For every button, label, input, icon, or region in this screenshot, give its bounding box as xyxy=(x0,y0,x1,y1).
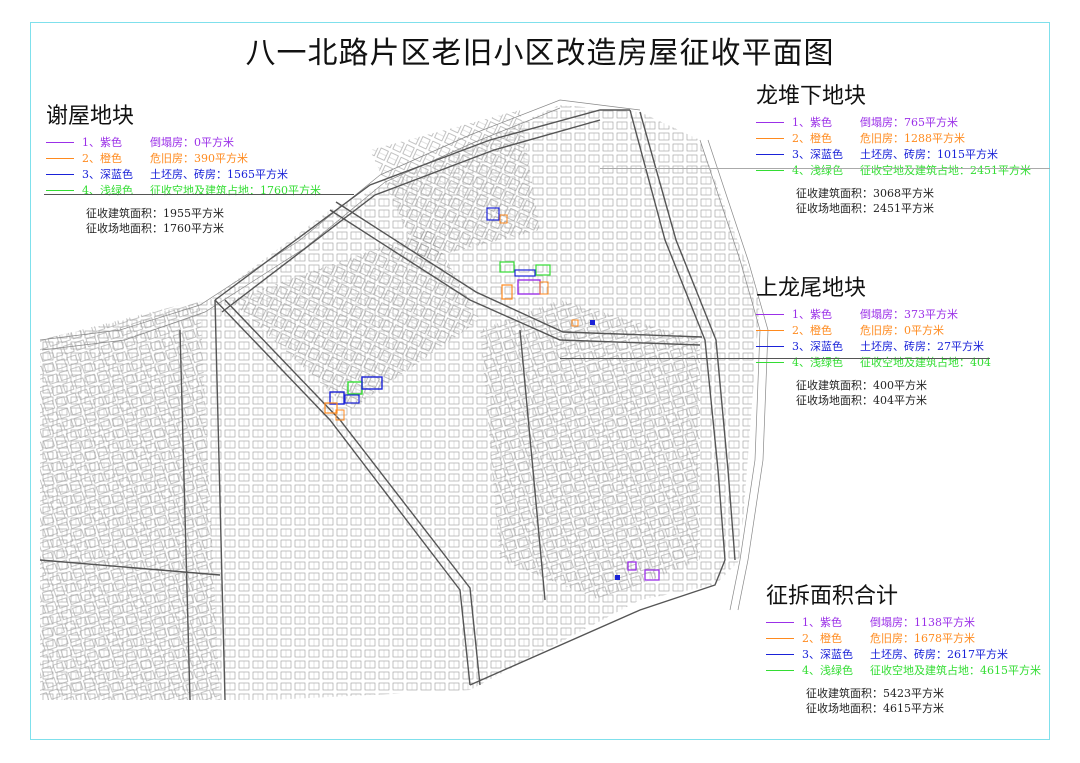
legend-item: 4、浅绿色 征收空地及建筑占地：404 xyxy=(756,354,991,370)
legend-value-label: 倒塌房：373平方米 xyxy=(860,308,958,321)
block-title: 上龙尾地块 xyxy=(756,276,867,301)
legend-item: 3、深蓝色 土坯房、砖房：1015平方米 xyxy=(756,146,1031,162)
legend-value-label: 土坯房、砖房：27平方米 xyxy=(860,340,984,353)
legend-item: 1、紫色 倒塌房：0平方米 xyxy=(46,134,321,150)
legend-item: 1、紫色 倒塌房：1138平方米 xyxy=(766,614,1041,630)
legend-swatch xyxy=(756,345,784,347)
legend-item: 2、橙色 危旧房：390平方米 xyxy=(46,150,321,166)
legend-color-label: 2、橙色 xyxy=(82,152,122,165)
legend-swatch xyxy=(756,137,784,139)
legend-color-label: 2、橙色 xyxy=(802,632,842,645)
legend-item: 2、橙色 危旧房：0平方米 xyxy=(756,322,991,338)
divider-line xyxy=(44,194,354,195)
legend-item: 1、紫色 倒塌房：765平方米 xyxy=(756,114,1031,130)
block-totals: 征收建筑面积：5423平方米 征收场地面积：4615平方米 xyxy=(766,686,1041,716)
legend-value-label: 倒塌房：0平方米 xyxy=(150,136,234,149)
legend-color-label: 2、橙色 xyxy=(792,324,832,337)
legend-color-label: 1、紫色 xyxy=(792,116,832,129)
legend-swatch xyxy=(756,169,784,171)
legend-swatch xyxy=(46,189,74,191)
legend-item: 2、橙色 危旧房：1288平方米 xyxy=(756,130,1031,146)
legend-value-label: 征收空地及建筑占地：1760平方米 xyxy=(150,184,321,197)
legend-value-label: 危旧房：390平方米 xyxy=(150,152,248,165)
legend-value-label: 土坯房、砖房：1565平方米 xyxy=(150,168,288,181)
map-title: 八一北路片区老旧小区改造房屋征收平面图 xyxy=(245,36,835,71)
legend-color-label: 3、深蓝色 xyxy=(82,168,133,181)
legend-value-label: 土坯房、砖房：1015平方米 xyxy=(860,148,998,161)
legend-swatch xyxy=(46,157,74,159)
legend-item: 3、深蓝色 土坯房、砖房：27平方米 xyxy=(756,338,991,354)
block-totals: 征收建筑面积：400平方米 征收场地面积：404平方米 xyxy=(756,378,991,408)
total-land-area: 征收场地面积：404平方米 xyxy=(796,394,927,407)
legend-swatch xyxy=(756,329,784,331)
total-building-area: 征收建筑面积：5423平方米 xyxy=(806,687,944,700)
legend-item: 3、深蓝色 土坯房、砖房：2617平方米 xyxy=(766,646,1041,662)
legend-value-label: 土坯房、砖房：2617平方米 xyxy=(870,648,1008,661)
legend-value-label: 征收空地及建筑占地：4615平方米 xyxy=(870,664,1041,677)
legend-value-label: 征收空地及建筑占地：2451平方米 xyxy=(860,164,1031,177)
legend-swatch xyxy=(756,313,784,315)
legend-swatch xyxy=(766,669,794,671)
legend-block-longduixia: 龙堆下地块 1、紫色 倒塌房：765平方米 2、橙色 危旧房：1288平方米 3、深… xyxy=(756,78,1031,216)
total-building-area: 征收建筑面积：1955平方米 xyxy=(86,207,224,220)
total-building-area: 征收建筑面积：3068平方米 xyxy=(796,187,934,200)
legend-value-label: 征收空地及建筑占地：404 xyxy=(860,356,991,369)
legend-item: 4、浅绿色 征收空地及建筑占地：4615平方米 xyxy=(766,662,1041,678)
legend-color-label: 2、橙色 xyxy=(792,132,832,145)
legend-color-label: 4、浅绿色 xyxy=(792,356,843,369)
legend-color-label: 3、深蓝色 xyxy=(802,648,853,661)
total-land-area: 征收场地面积：2451平方米 xyxy=(796,202,934,215)
block-totals: 征收建筑面积：3068平方米 征收场地面积：2451平方米 xyxy=(756,186,1031,216)
legend-swatch xyxy=(756,361,784,363)
block-title: 征拆面积合计 xyxy=(766,584,899,609)
legend-swatch xyxy=(766,637,794,639)
divider-line xyxy=(600,168,1050,169)
legend-color-label: 1、紫色 xyxy=(792,308,832,321)
main-roads xyxy=(39,109,736,701)
total-land-area: 征收场地面积：1760平方米 xyxy=(86,222,224,235)
legend-color-label: 1、紫色 xyxy=(802,616,842,629)
legend-item: 3、深蓝色 土坯房、砖房：1565平方米 xyxy=(46,166,321,182)
legend-block-xiewu: 谢屋地块 1、紫色 倒塌房：0平方米 2、橙色 危旧房：390平方米 3、深蓝色 土坯… xyxy=(46,98,321,236)
block-title: 龙堆下地块 xyxy=(756,84,867,109)
legend-color-label: 4、浅绿色 xyxy=(792,164,843,177)
legend-swatch xyxy=(766,621,794,623)
legend-swatch xyxy=(756,153,784,155)
legend-item: 4、浅绿色 征收空地及建筑占地：1760平方米 xyxy=(46,182,321,198)
total-building-area: 征收建筑面积：400平方米 xyxy=(796,379,927,392)
legend-items: 1、紫色 倒塌房：1138平方米 2、橙色 危旧房：1678平方米 3、深蓝色 土坯房… xyxy=(766,614,1041,678)
legend-item: 2、橙色 危旧房：1678平方米 xyxy=(766,630,1041,646)
building-texture xyxy=(40,105,760,700)
demolition-markers xyxy=(324,207,660,581)
legend-block-shanglongwei: 上龙尾地块 1、紫色 倒塌房：373平方米 2、橙色 危旧房：0平方米 3、深蓝色 土… xyxy=(756,270,991,408)
legend-swatch xyxy=(766,653,794,655)
divider-line xyxy=(560,358,990,359)
legend-block-total: 征拆面积合计 1、紫色 倒塌房：1138平方米 2、橙色 危旧房：1678平方米 3… xyxy=(766,578,1041,716)
legend-value-label: 危旧房：0平方米 xyxy=(860,324,944,337)
legend-swatch xyxy=(46,141,74,143)
block-totals: 征收建筑面积：1955平方米 征收场地面积：1760平方米 xyxy=(46,206,321,236)
legend-items: 1、紫色 倒塌房：765平方米 2、橙色 危旧房：1288平方米 3、深蓝色 土坯房、… xyxy=(756,114,1031,178)
legend-value-label: 倒塌房：765平方米 xyxy=(860,116,958,129)
legend-value-label: 倒塌房：1138平方米 xyxy=(870,616,975,629)
total-land-area: 征收场地面积：4615平方米 xyxy=(806,702,944,715)
legend-color-label: 4、浅绿色 xyxy=(802,664,853,677)
legend-item: 4、浅绿色 征收空地及建筑占地：2451平方米 xyxy=(756,162,1031,178)
legend-items: 1、紫色 倒塌房：373平方米 2、橙色 危旧房：0平方米 3、深蓝色 土坯房、砖房：… xyxy=(756,306,991,370)
legend-item: 1、紫色 倒塌房：373平方米 xyxy=(756,306,991,322)
legend-items: 1、紫色 倒塌房：0平方米 2、橙色 危旧房：390平方米 3、深蓝色 土坯房、砖房：… xyxy=(46,134,321,198)
legend-swatch xyxy=(46,173,74,175)
legend-value-label: 危旧房：1288平方米 xyxy=(860,132,965,145)
block-title: 谢屋地块 xyxy=(46,104,135,129)
map-frame xyxy=(30,22,1050,740)
legend-color-label: 3、深蓝色 xyxy=(792,148,843,161)
legend-value-label: 危旧房：1678平方米 xyxy=(870,632,975,645)
legend-swatch xyxy=(756,121,784,123)
legend-color-label: 1、紫色 xyxy=(82,136,122,149)
legend-color-label: 4、浅绿色 xyxy=(82,184,133,197)
legend-color-label: 3、深蓝色 xyxy=(792,340,843,353)
